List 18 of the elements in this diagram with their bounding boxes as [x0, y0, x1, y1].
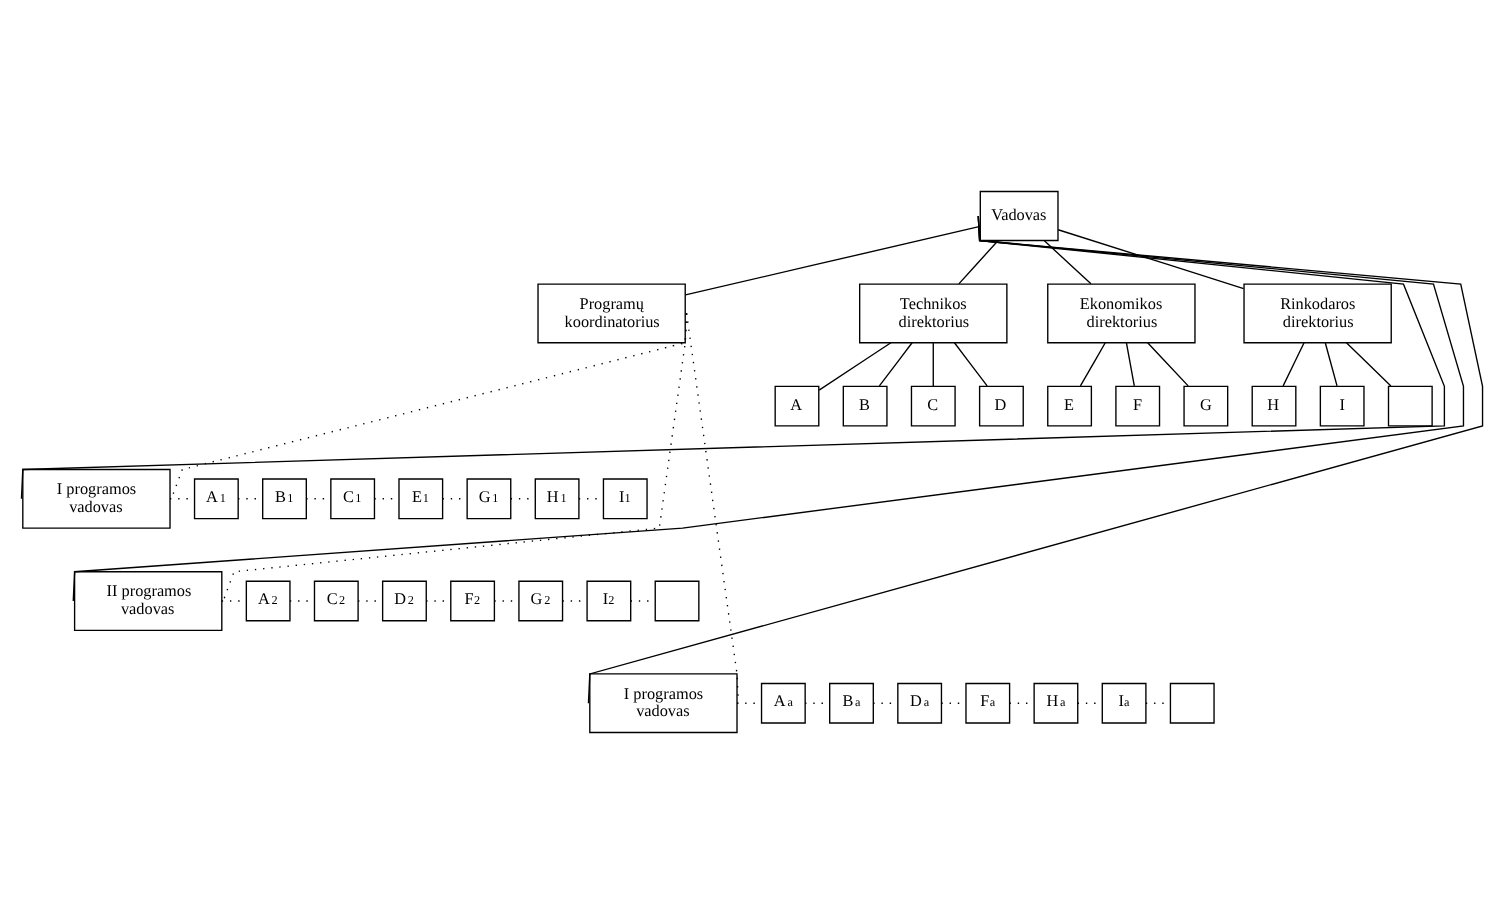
connector: [953, 341, 988, 386]
connector: [1079, 341, 1106, 386]
node-box: [1387, 384, 1433, 426]
connector: [587, 214, 1484, 703]
connector: [1057, 228, 1245, 289]
connector: [878, 341, 913, 386]
node-box: [654, 579, 700, 621]
connector: [1125, 341, 1135, 386]
node-box: [1169, 681, 1215, 723]
connector: [1043, 239, 1092, 284]
connector: [684, 224, 981, 295]
connector: [1345, 341, 1392, 386]
connector: [1324, 341, 1338, 386]
connector: [958, 239, 999, 284]
connector: [1282, 341, 1305, 386]
connector: [1146, 341, 1189, 386]
connector: [818, 341, 892, 390]
connector: [932, 341, 934, 386]
